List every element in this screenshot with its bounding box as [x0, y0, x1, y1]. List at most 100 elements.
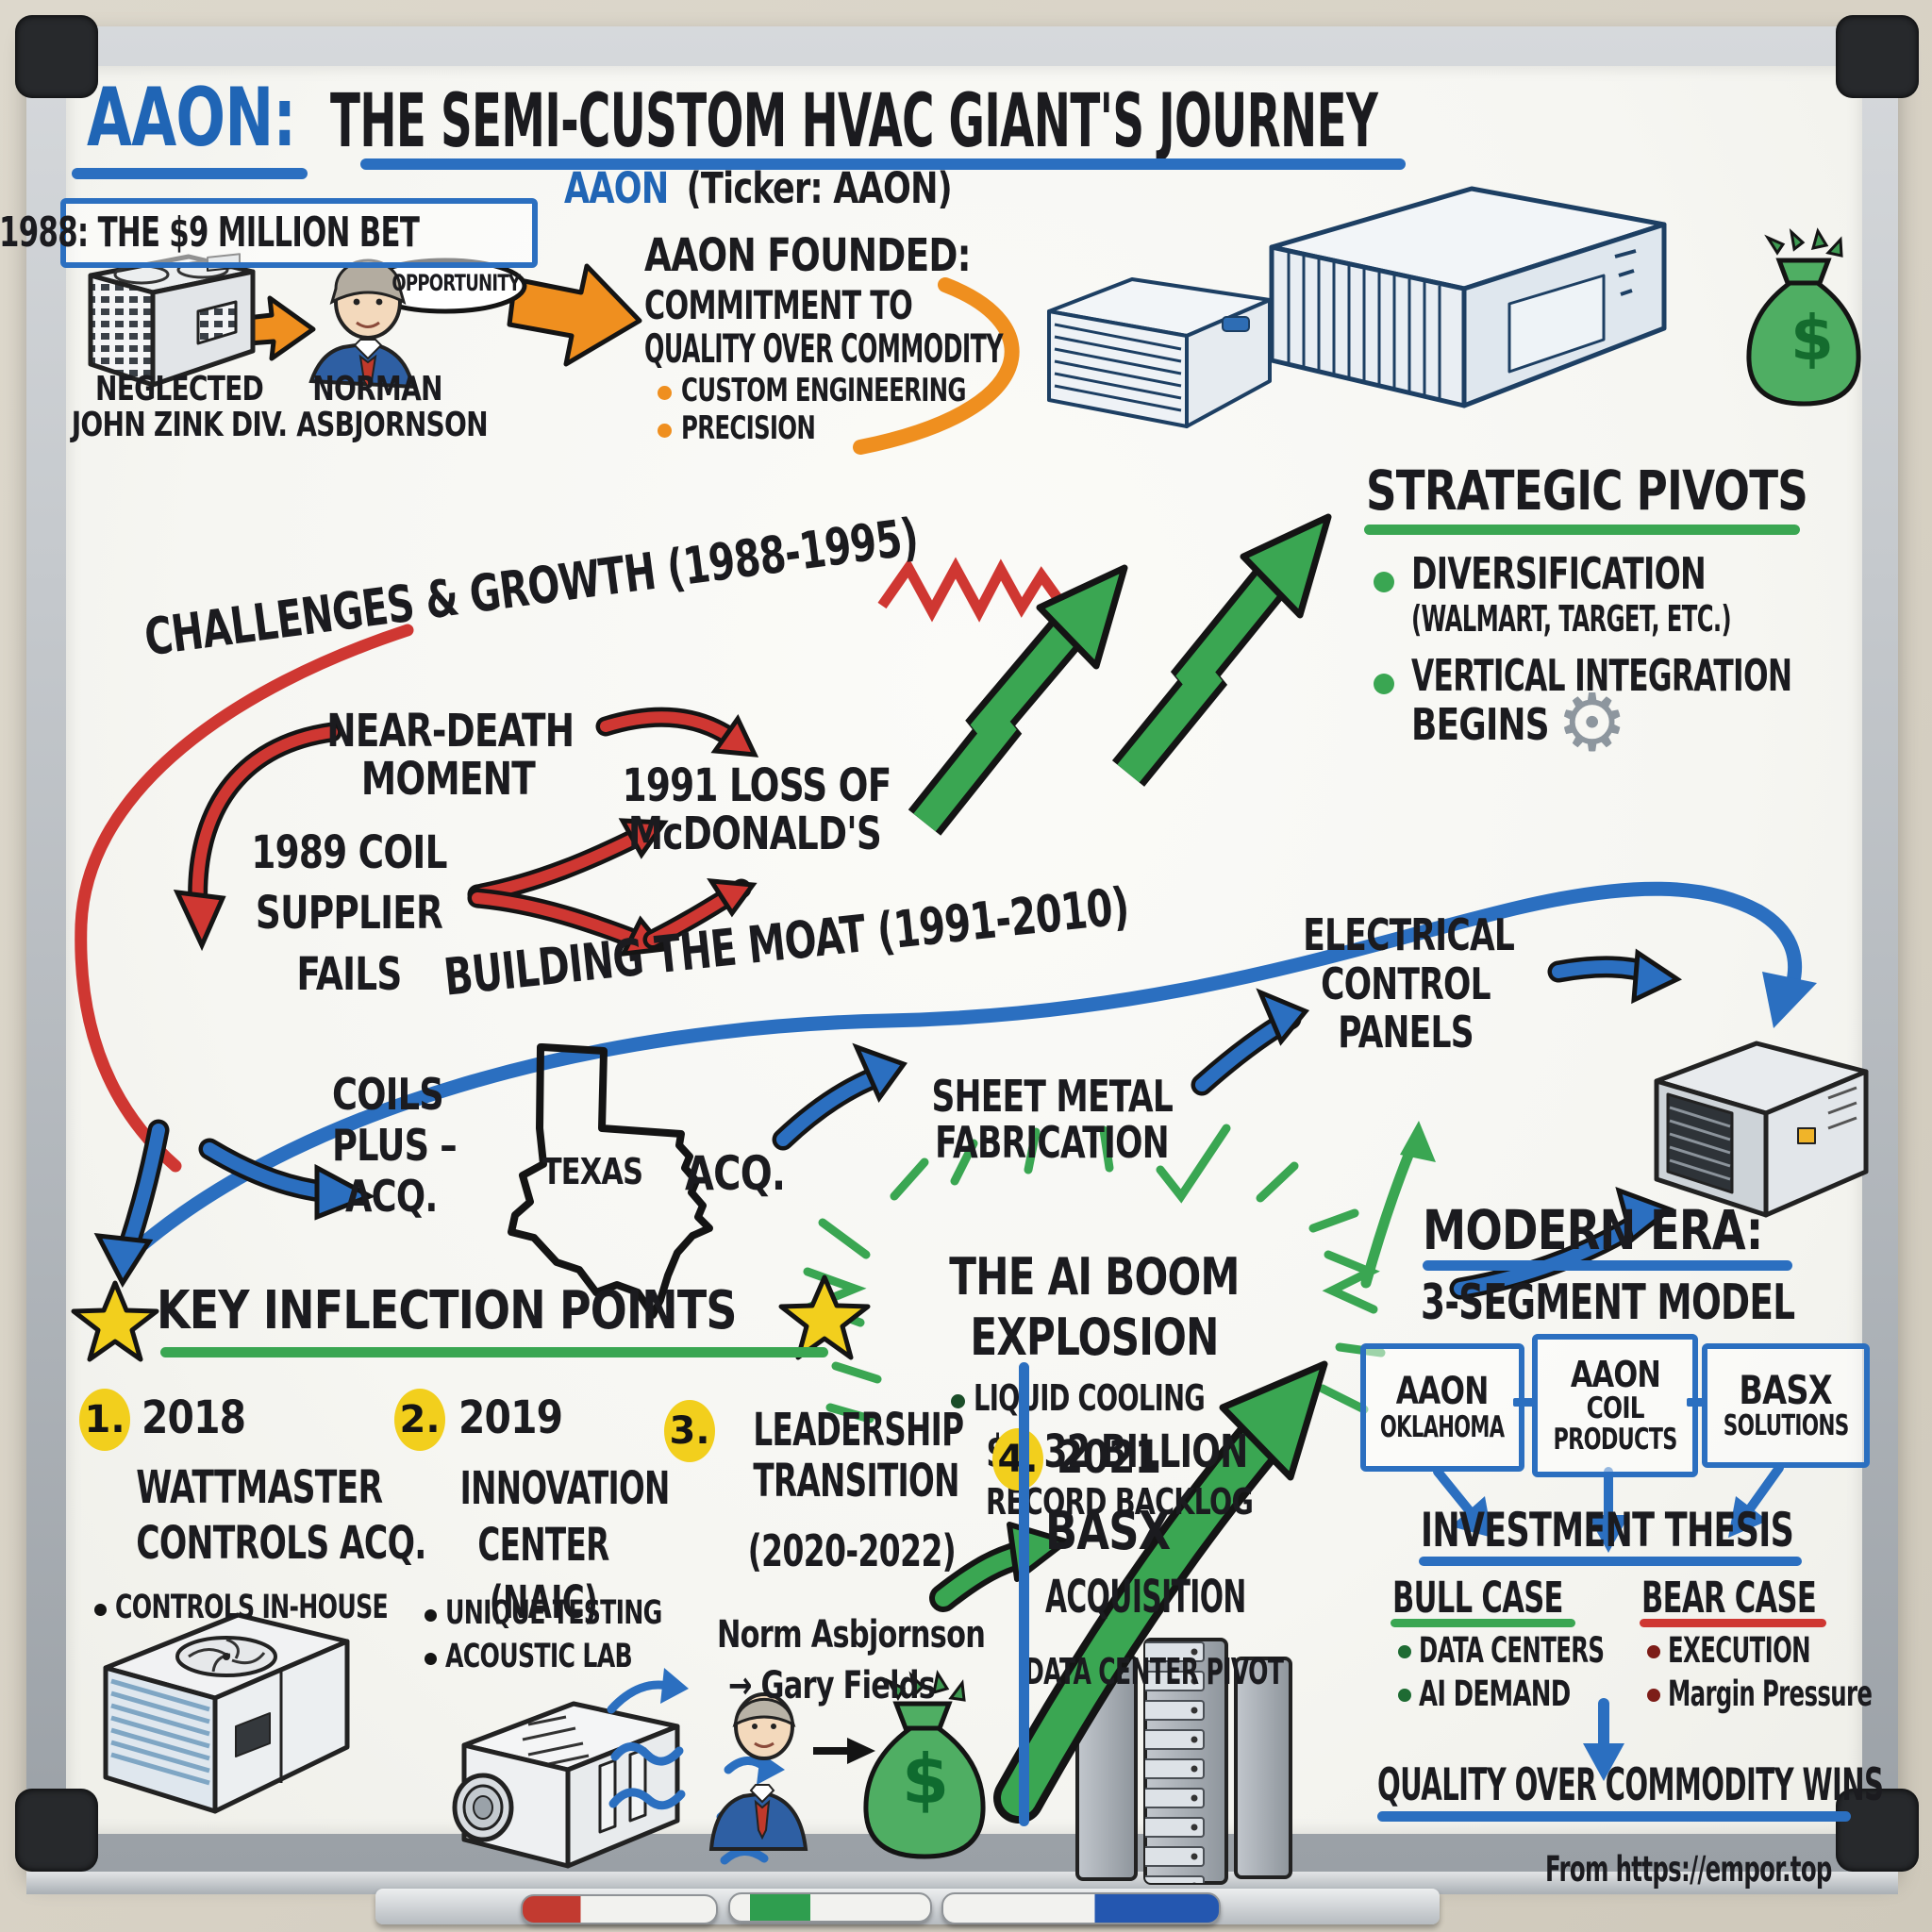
- frame-corner-top-right: [1836, 15, 1919, 98]
- founded-bullet-2: PRECISION: [681, 409, 816, 447]
- point-2-bullet-1: UNIQUE TESTING: [445, 1594, 662, 1632]
- acoustic-unit-drawing: [452, 1701, 680, 1869]
- point-2-badge: 2.: [394, 1389, 445, 1451]
- modern-era-title: MODERN ERA:: [1423, 1198, 1763, 1262]
- pivot-item-2-sub: BEGINS: [1411, 699, 1550, 750]
- challenges-red-curve: [75, 624, 414, 1173]
- segment-box-oklahoma: AAON OKLAHOMA: [1360, 1343, 1524, 1472]
- segment-box-coil: AAON COIL PRODUCTS: [1532, 1334, 1698, 1477]
- page-title: THE SEMI-CUSTOM HVAC GIANT'S JOURNEY: [330, 79, 1378, 164]
- fan-unit-drawing: [103, 1612, 350, 1814]
- bullet-dot: [658, 386, 672, 400]
- near-death-curl-arrow: [173, 722, 342, 952]
- near-death-right-arrow: [595, 707, 759, 758]
- bull-item-1: DATA CENTERS: [1419, 1630, 1605, 1671]
- growth-arrow-2: [1111, 513, 1332, 787]
- electrical-to-unit-arrow: [1547, 948, 1683, 1005]
- coils-plus-arrow: [198, 1138, 375, 1221]
- bull-case-title: BULL CASE: [1392, 1573, 1563, 1623]
- bullet-dot: [1398, 1689, 1411, 1702]
- point-2-year: 2019: [458, 1391, 563, 1444]
- bullet-dot: [425, 1653, 437, 1665]
- texas-outline-drawing: [508, 1043, 713, 1319]
- frame-corner-top-left: [15, 15, 98, 98]
- founded-line3: QUALITY OVER COMMODITY: [644, 325, 1004, 372]
- bear-case-title: BEAR CASE: [1641, 1573, 1817, 1623]
- unit-to-modern-arrow: [1449, 1186, 1675, 1300]
- conclusion-underline: [1377, 1811, 1851, 1822]
- page-title-brand: AAON:: [87, 71, 296, 165]
- moat-blue-curve: [136, 881, 1817, 1251]
- bullet-dot: [951, 1394, 965, 1408]
- bet-1988-label: 1988: THE $9 MILLION BET: [0, 208, 420, 257]
- frame-corner-bottom-left: [15, 1789, 98, 1872]
- pivot-item-2: VERTICAL INTEGRATION: [1411, 650, 1792, 701]
- executive-portrait-drawing: [708, 1692, 875, 1851]
- title-underline: [360, 158, 1406, 170]
- texas-acq-label: ACQ.: [685, 1146, 786, 1201]
- pivot-item-1: DIVERSIFICATION: [1411, 548, 1707, 599]
- strategic-pivots-title: STRATEGIC PIVOTS: [1366, 458, 1808, 523]
- pivot-item-1-sub: (WALMART, TARGET, ETC.): [1411, 598, 1732, 640]
- subtitle-ticker-brand: AAON: [564, 163, 669, 213]
- point-2-bullet-2: ACOUSTIC LAB: [445, 1638, 633, 1675]
- green-marker: [728, 1892, 932, 1923]
- thesis-underline: [1419, 1557, 1802, 1566]
- sheet-to-electrical-arrow: [1191, 988, 1310, 1096]
- star-icon: [778, 1274, 871, 1360]
- split-arrow-up: [467, 818, 669, 905]
- coils-plus-l3: ACQ.: [345, 1171, 438, 1222]
- point-4-year: 2021: [1057, 1431, 1161, 1484]
- blue-marker: [941, 1892, 1221, 1924]
- founded-bullet-1: CUSTOM ENGINEERING: [681, 372, 967, 409]
- bet-1988-box: 1988: THE $9 MILLION BET: [0, 198, 538, 268]
- bullet-dot: [425, 1609, 437, 1622]
- founded-title: AAON FOUNDED:: [644, 229, 972, 282]
- point-1-badge: 1.: [79, 1389, 130, 1451]
- ai-boom-big-arrow: [993, 1360, 1328, 1824]
- modern-era-underline: [1423, 1260, 1792, 1271]
- bullet-dot: [1374, 674, 1394, 694]
- mcdonalds-arrow: [642, 878, 758, 950]
- thesis-conclusion: QUALITY OVER COMMODITY WINS: [1377, 1759, 1884, 1811]
- norman-to-founded-arrow: [507, 263, 642, 367]
- point-1-bullet: CONTROLS IN-HOUSE: [115, 1589, 389, 1626]
- bullet-dot: [1647, 1689, 1660, 1702]
- point-4-title-2: ACQUISITION: [1045, 1571, 1246, 1624]
- bullet-dot: [1647, 1645, 1660, 1658]
- inflection-underline: [160, 1347, 828, 1357]
- red-marker: [521, 1894, 718, 1924]
- segment-connector: [1513, 1398, 1534, 1407]
- opportunity-label: OPPORTUNITY: [391, 270, 521, 296]
- growth-arrow-1: [908, 564, 1128, 836]
- dollar-icon: $: [902, 1740, 950, 1819]
- title-underline-left: [72, 168, 308, 179]
- point-1-year: 2018: [142, 1391, 246, 1444]
- inflection-title: KEY INFLECTION POINTS: [157, 1280, 737, 1341]
- point-3-from: Norm Asbjornson: [717, 1613, 986, 1657]
- texas-label: TEXAS: [541, 1151, 643, 1192]
- red-zigzag-line: [877, 557, 1065, 623]
- backlog-label: RECORD BACKLOG: [986, 1481, 1254, 1523]
- liquid-cooling-label: LIQUID COOLING: [974, 1377, 1206, 1419]
- money-bag-bottom-icon: [863, 1670, 986, 1859]
- segment-connector: [1687, 1398, 1704, 1407]
- texas-to-sheet-arrow: [772, 1042, 908, 1151]
- founded-line2: COMMITMENT TO: [644, 282, 913, 328]
- bullet-dot: [94, 1604, 107, 1616]
- bullet-dot: [658, 424, 672, 438]
- gear-icon: ⚙: [1557, 676, 1628, 769]
- dollar-icon: $: [1790, 302, 1834, 375]
- bull-underline: [1391, 1619, 1575, 1627]
